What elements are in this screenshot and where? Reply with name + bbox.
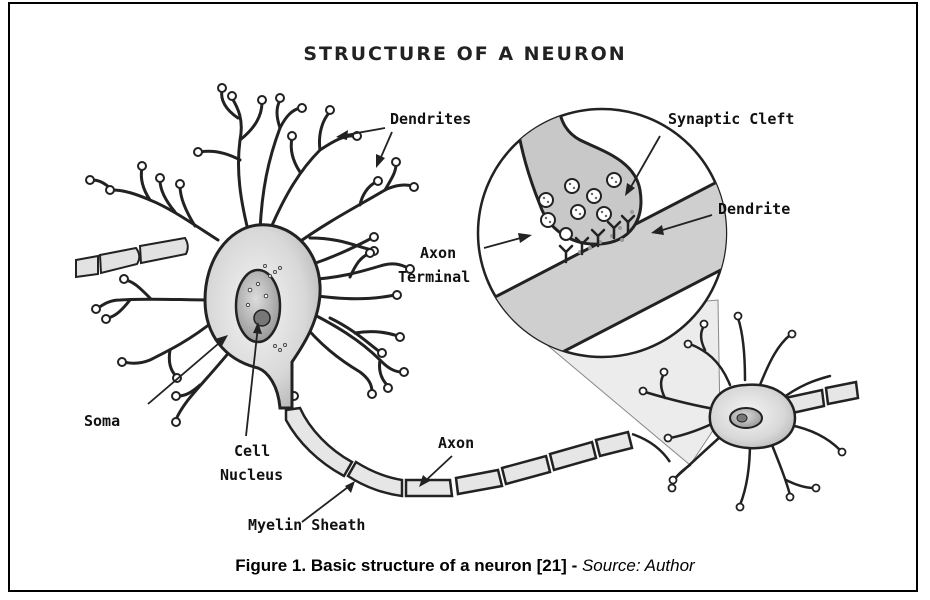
label-synaptic-cleft: Synaptic Cleft bbox=[668, 110, 794, 128]
caption-source: Source: Author bbox=[582, 556, 695, 575]
label-cell-nucleus-2: Nucleus bbox=[220, 466, 283, 484]
label-cell-nucleus-1: Cell bbox=[234, 442, 270, 460]
myelin-sheath bbox=[286, 408, 632, 496]
second-neuron-nucleolus bbox=[737, 414, 747, 422]
diagram-title: STRUCTURE OF A NEURON bbox=[303, 43, 626, 65]
figure-caption: Figure 1. Basic structure of a neuron [2… bbox=[0, 556, 930, 576]
label-dendrites: Dendrites bbox=[390, 110, 471, 128]
caption-text: Figure 1. Basic structure of a neuron [2… bbox=[235, 556, 582, 575]
label-dendrite: Dendrite bbox=[718, 200, 790, 218]
left-axon-stub bbox=[76, 238, 188, 277]
label-axon: Axon bbox=[438, 434, 474, 452]
label-soma: Soma bbox=[84, 412, 120, 430]
label-axon-terminal-1: Axon bbox=[420, 244, 456, 262]
second-neuron-axon bbox=[785, 382, 858, 414]
nucleolus bbox=[254, 310, 270, 326]
label-myelin-sheath: Myelin Sheath bbox=[248, 516, 365, 534]
label-axon-terminal-2: Terminal bbox=[398, 268, 470, 286]
